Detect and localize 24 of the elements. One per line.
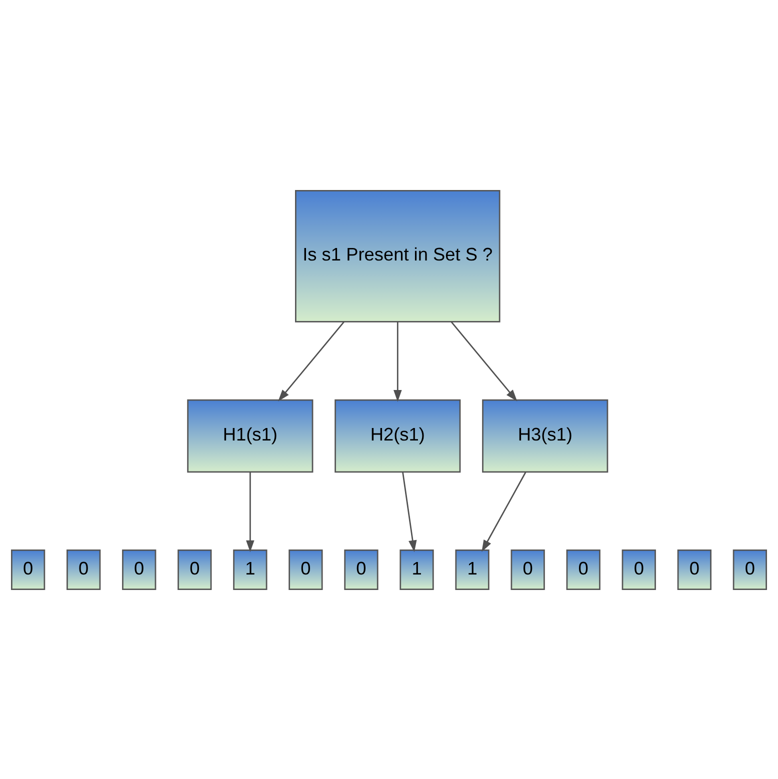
node-box: 0 <box>288 549 323 590</box>
node-box: Is s1 Present in Set S ? <box>295 189 500 322</box>
arrow <box>450 320 518 401</box>
arrow <box>402 472 417 552</box>
node-box: 0 <box>677 549 712 590</box>
node-box: 0 <box>122 549 156 590</box>
node-box: 1 <box>455 549 490 590</box>
arrow <box>246 472 254 552</box>
node-box: 0 <box>11 549 46 590</box>
node-box: 0 <box>178 549 212 590</box>
node-box: 1 <box>400 549 434 590</box>
node-box: 0 <box>622 549 656 590</box>
node-box: 0 <box>732 549 767 590</box>
node-box: H1(s1) <box>187 398 314 472</box>
node-box: 0 <box>510 549 545 590</box>
arrow <box>482 471 526 552</box>
node-box: H2(s1) <box>334 398 461 472</box>
node-box: 1 <box>233 549 268 590</box>
node-box: 0 <box>344 549 378 590</box>
arrow <box>278 320 345 401</box>
node-box: H3(s1) <box>482 398 608 472</box>
arrow <box>394 321 402 402</box>
node-box: 0 <box>66 549 101 590</box>
node-box: 0 <box>566 549 600 590</box>
